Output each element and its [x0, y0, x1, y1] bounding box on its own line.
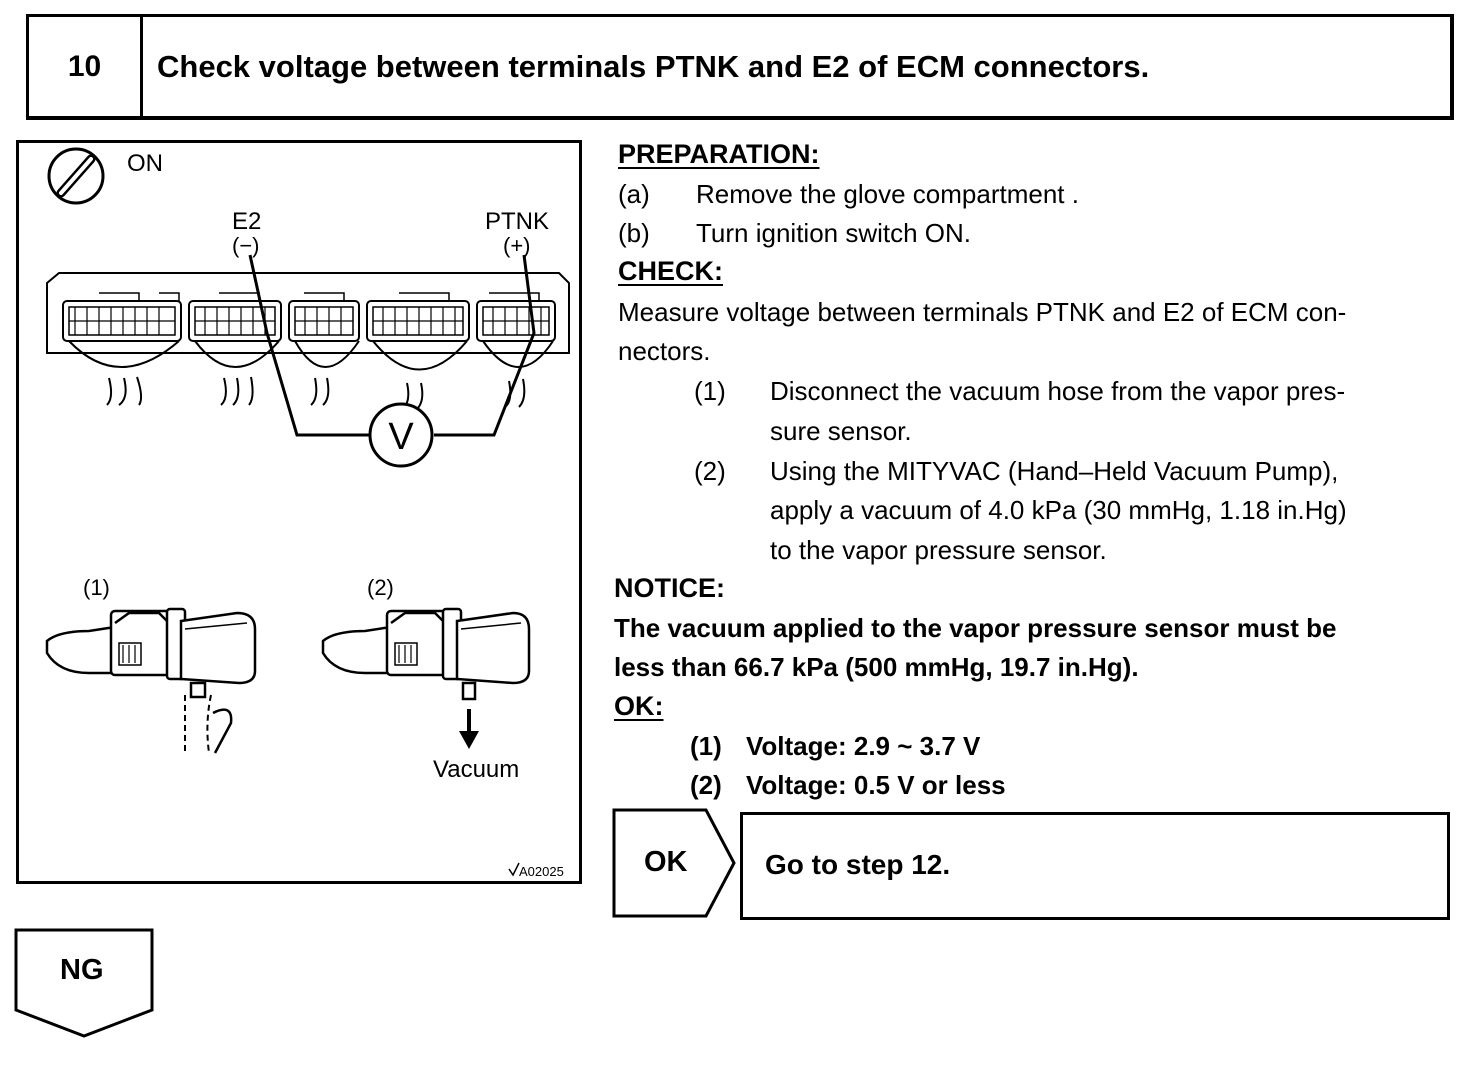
preparation-heading: PREPARATION:	[618, 139, 820, 169]
check-intro-line1: Measure voltage between terminals PTNK a…	[618, 297, 1347, 327]
e2-polarity-label: (−)	[232, 233, 260, 258]
ok-result-tag	[612, 808, 736, 918]
ok-item2-text: Voltage: 0.5 V or less	[746, 770, 1006, 800]
figure-id: A02025	[519, 864, 564, 879]
ng-result-tag	[14, 928, 154, 1038]
check-step2-line1: Using the MITYVAC (Hand–Held Vacuum Pump…	[770, 456, 1339, 486]
ok-result-box: Go to step 12.	[740, 812, 1450, 920]
ok-item1-text: Voltage: 2.9 ~ 3.7 V	[746, 731, 981, 761]
check-heading: CHECK:	[618, 256, 723, 286]
ok-heading: OK:	[614, 691, 664, 721]
check-step1-line1: Disconnect the vacuum hose from the vapo…	[770, 376, 1346, 406]
voltmeter-symbol: V	[388, 416, 414, 458]
prep-item-b-text: Turn ignition switch ON.	[696, 218, 972, 248]
check-step2-marker: (2)	[694, 456, 726, 486]
ok-item1-marker: (1)	[690, 731, 722, 761]
check-step2-line3: to the vapor pressure sensor.	[770, 535, 1107, 565]
prep-item-a-text: Remove the glove compartment .	[696, 179, 1079, 209]
prep-item-a-marker: (a)	[618, 179, 650, 209]
ptnk-terminal-label: PTNK	[485, 208, 549, 235]
illustration-drawing: ON E2 (−) PTNK (+)	[45, 147, 570, 879]
voltmeter-icon: V	[368, 402, 434, 468]
prep-item-b-marker: (b)	[618, 218, 650, 248]
ignition-on-label: ON	[127, 150, 163, 177]
vapor-pressure-sensor-step1	[45, 607, 257, 754]
ok-item2-marker: (2)	[690, 770, 722, 800]
voltmeter-leads	[248, 254, 536, 437]
sensor-step1-label: (1)	[83, 575, 110, 600]
vacuum-label: Vacuum	[433, 756, 519, 783]
step-title: Check voltage between terminals PTNK and…	[157, 48, 1150, 84]
check-intro-line2: nectors.	[618, 336, 711, 366]
ecm-connector-panel	[46, 272, 570, 410]
vacuum-arrow-icon	[459, 709, 479, 749]
ok-result-action: Go to step 12.	[765, 849, 951, 880]
notice-heading: NOTICE:	[614, 573, 725, 603]
sensor-step2-label: (2)	[367, 575, 394, 600]
ptnk-polarity-label: (+)	[503, 233, 531, 258]
e2-terminal-label: E2	[232, 208, 261, 235]
check-step1-marker: (1)	[694, 376, 726, 406]
step-header: 10 Check voltage between terminals PTNK …	[26, 14, 1454, 120]
check-step2-line2: apply a vacuum of 4.0 kPa (30 mmHg, 1.18…	[770, 495, 1347, 525]
notice-line1: The vacuum applied to the vapor pressure…	[614, 613, 1337, 643]
ng-result-label: NG	[60, 954, 104, 986]
figure-check-mark-icon	[508, 862, 520, 877]
notice-line2: less than 66.7 kPa (500 mmHg, 19.7 in.Hg…	[614, 652, 1139, 682]
step-number: 10	[29, 17, 143, 116]
vapor-pressure-sensor-step2	[321, 607, 531, 701]
ignition-key-icon	[47, 147, 105, 205]
wiring-illustration: ON E2 (−) PTNK (+)	[16, 140, 582, 884]
check-step1-line2: sure sensor.	[770, 416, 912, 446]
ok-result-label: OK	[644, 846, 688, 878]
